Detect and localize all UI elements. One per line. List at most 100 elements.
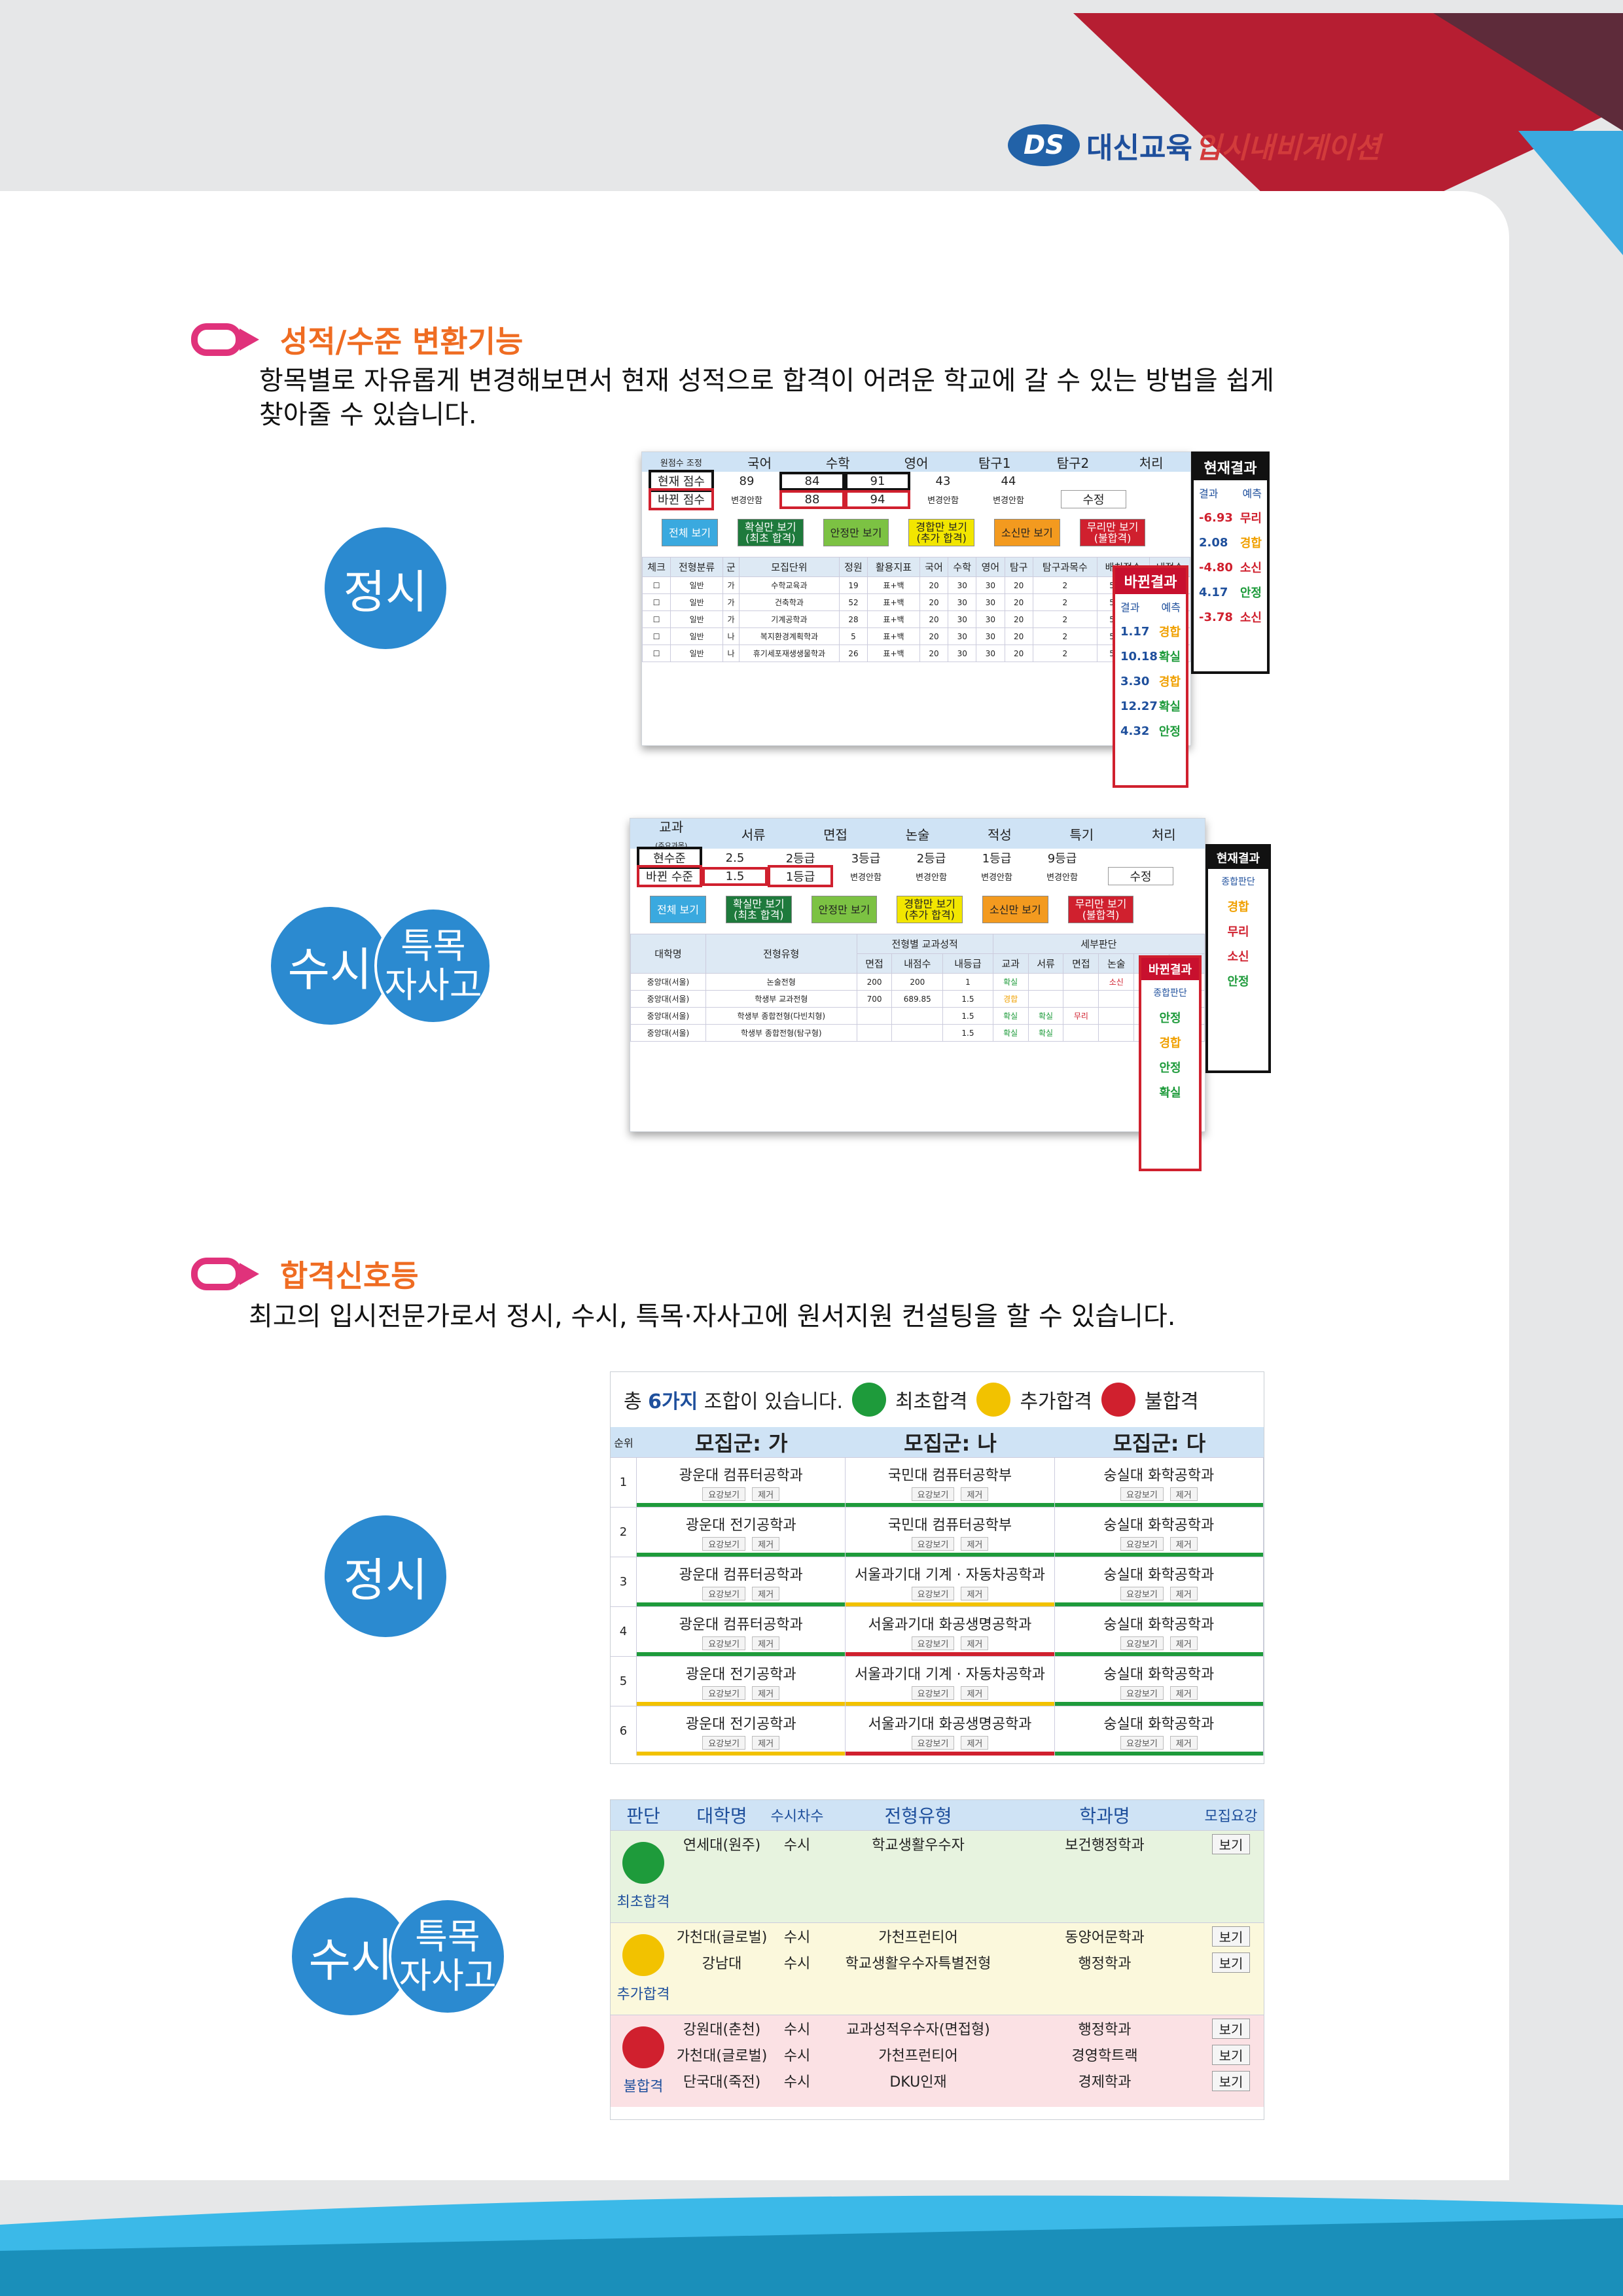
guide-button[interactable]: 요강보기 (702, 1736, 746, 1750)
remove-button[interactable]: 제거 (961, 1487, 989, 1501)
guide-button[interactable]: 요강보기 (702, 1686, 746, 1700)
changed-english-select[interactable]: 94 (845, 489, 910, 509)
table-cell (1063, 973, 1099, 991)
guide-button[interactable]: 요강보기 (1120, 1636, 1164, 1650)
hdr-adjust[interactable]: 원점수 조정 (660, 458, 702, 468)
guide-button[interactable]: 요강보기 (1120, 1487, 1164, 1501)
table-cell (856, 1007, 893, 1025)
view-guide-button[interactable]: 보기 (1211, 1833, 1251, 1854)
view-compete-button[interactable]: 경합만 보기 (추가 합격) (908, 519, 975, 546)
remove-button[interactable]: 제거 (1169, 1537, 1198, 1551)
guide-button[interactable]: 요강보기 (911, 1537, 955, 1551)
remove-button[interactable]: 제거 (1169, 1587, 1198, 1600)
view-sure-button-2[interactable]: 확실만 보기 (최초 합격) (725, 896, 792, 923)
guide-button[interactable]: 요강보기 (1120, 1587, 1164, 1600)
row-checkbox[interactable]: ☐ (642, 645, 671, 662)
signal-bar (1054, 1752, 1263, 1756)
remove-button[interactable]: 제거 (752, 1686, 780, 1700)
changed-level-essay-select[interactable]: 변경안함 (916, 872, 947, 883)
changed-level-special-select[interactable]: 변경안함 (1046, 872, 1078, 883)
row-checkbox[interactable]: ☐ (642, 610, 671, 628)
view-all-button[interactable]: 전체 보기 (662, 519, 718, 546)
changed-korean-select[interactable]: 변경안함 (731, 495, 762, 506)
view-guide-button[interactable]: 보기 (1211, 2070, 1251, 2091)
view-belief-button-2[interactable]: 소신만 보기 (982, 896, 1048, 923)
guide-button[interactable]: 요강보기 (702, 1587, 746, 1600)
view-all-button-2[interactable]: 전체 보기 (650, 896, 706, 923)
signal-light-icon (622, 1842, 664, 1884)
remove-button[interactable]: 제거 (752, 1487, 780, 1501)
changed-inquiry1-select[interactable]: 변경안함 (927, 495, 959, 506)
hdr-judgement: 판단 (626, 1805, 660, 1827)
result-forecast: 무리 (1240, 512, 1262, 525)
department-name: 서울과기대 화공생명공학과 (868, 1716, 1032, 1733)
guide-button[interactable]: 요강보기 (1120, 1537, 1164, 1551)
guide-button[interactable]: 요강보기 (1120, 1686, 1164, 1700)
view-compete-button-2[interactable]: 경합만 보기 (추가 합격) (897, 896, 963, 923)
guide-button[interactable]: 요강보기 (702, 1537, 746, 1551)
department-name: 광운대 전기공학과 (685, 1517, 796, 1534)
hdr-math: 수학 (825, 455, 850, 471)
changed-level-subject-select[interactable]: 1.5 (702, 866, 768, 886)
remove-button[interactable]: 제거 (752, 1587, 780, 1600)
guide-button[interactable]: 요강보기 (911, 1636, 955, 1650)
count-post: 조합이 있습니다. (698, 1390, 844, 1413)
guide-button[interactable]: 요강보기 (702, 1487, 746, 1501)
remove-button[interactable]: 제거 (1169, 1736, 1198, 1750)
department-name: 보건행정학과 (1065, 1837, 1145, 1854)
changed-inquiry2-select[interactable]: 변경안함 (993, 495, 1024, 506)
guide-button[interactable]: 요강보기 (1120, 1736, 1164, 1750)
remove-button[interactable]: 제거 (752, 1736, 780, 1750)
view-guide-button[interactable]: 보기 (1211, 2018, 1251, 2039)
hdr-subjects: 교과(주요과목) (630, 819, 712, 851)
table-cell: 확실 (992, 973, 1029, 991)
remove-button[interactable]: 제거 (961, 1537, 989, 1551)
result-row: 안정 (1141, 1055, 1199, 1080)
current-level-essay: 2등급 (916, 852, 946, 866)
round: 수시 (783, 2048, 811, 2064)
guide-button[interactable]: 요강보기 (702, 1636, 746, 1650)
round: 수시 (783, 1930, 811, 1946)
remove-button[interactable]: 제거 (752, 1537, 780, 1551)
remove-button[interactable]: 제거 (752, 1636, 780, 1650)
view-guide-button[interactable]: 보기 (1211, 2044, 1251, 2065)
view-sure-button[interactable]: 확실만 보기 (최초 합격) (737, 519, 804, 546)
guide-button[interactable]: 요강보기 (911, 1487, 955, 1501)
guide-button[interactable]: 요강보기 (911, 1686, 955, 1700)
changed-level-docs-select[interactable]: 1등급 (768, 865, 833, 887)
row-checkbox[interactable]: ☐ (642, 627, 671, 645)
view-reach-button[interactable]: 무리만 보기 (불합격) (1079, 519, 1146, 546)
view-guide-button[interactable]: 보기 (1211, 1952, 1251, 1973)
remove-button[interactable]: 제거 (961, 1736, 989, 1750)
changed-math-select[interactable]: 88 (779, 489, 845, 509)
view-belief-button[interactable]: 소신만 보기 (994, 519, 1060, 546)
view-guide-button[interactable]: 보기 (1211, 1926, 1251, 1947)
remove-button[interactable]: 제거 (961, 1636, 989, 1650)
guide-button[interactable]: 요강보기 (911, 1587, 955, 1600)
remove-button[interactable]: 제거 (961, 1686, 989, 1700)
row-checkbox[interactable]: ☐ (642, 576, 671, 594)
teukmok-label: 특목 (401, 925, 466, 966)
view-reach-button-2[interactable]: 무리만 보기 (불합격) (1067, 896, 1134, 923)
changed-level-aptitude-select[interactable]: 변경안함 (981, 872, 1012, 883)
remove-button[interactable]: 제거 (1169, 1686, 1198, 1700)
guide-button[interactable]: 요강보기 (911, 1736, 955, 1750)
apply-button[interactable]: 수정 (1061, 490, 1126, 508)
signal-light-icon (622, 2026, 664, 2068)
changed-level-interview-select[interactable]: 변경안함 (850, 872, 882, 883)
view-safe-button[interactable]: 안정만 보기 (823, 519, 889, 546)
remove-button[interactable]: 제거 (1169, 1636, 1198, 1650)
table-cell: 20 (919, 593, 949, 611)
remove-button[interactable]: 제거 (1169, 1487, 1198, 1501)
th-group: 군 (722, 557, 740, 577)
remove-button[interactable]: 제거 (961, 1587, 989, 1600)
apply-level-button[interactable]: 수정 (1108, 867, 1173, 885)
cell-buttons: 요강보기 제거 (911, 1584, 989, 1600)
row-checkbox[interactable]: ☐ (642, 593, 671, 611)
view-safe-button-2[interactable]: 안정만 보기 (811, 896, 878, 923)
